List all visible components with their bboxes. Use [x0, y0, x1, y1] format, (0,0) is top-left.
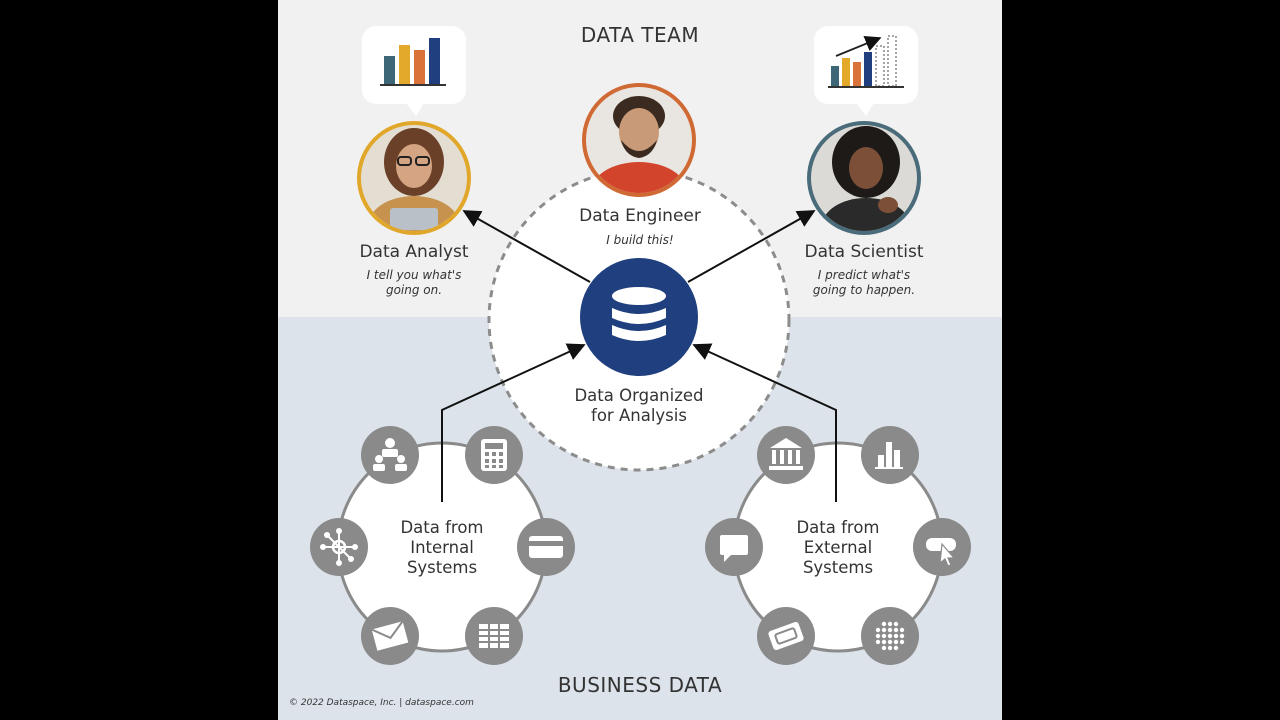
internal-label-line3: Systems: [406, 558, 478, 577]
org-chart-icon: [361, 426, 419, 484]
diagram-canvas: DATA TEAM Data Engineer I build this! Da…: [278, 0, 1002, 720]
external-icons: [705, 426, 971, 665]
internal-label-line1: Data from: [400, 518, 484, 537]
email-icon: [361, 607, 419, 665]
database-icon: [580, 258, 698, 376]
data-team-title: DATA TEAM: [580, 23, 700, 47]
click-icon: [913, 518, 971, 576]
calculator-icon: [465, 426, 523, 484]
data-scientist-avatar: [807, 121, 921, 235]
internal-label-line2: Internal: [410, 538, 474, 557]
scientist-forecast-bubble: [814, 26, 918, 116]
data-engineer-quote: I build this!: [606, 233, 674, 247]
arrow-from-internal: [441, 343, 586, 502]
data-engineer-avatar: [582, 83, 696, 197]
external-label-line2: External: [803, 538, 873, 557]
business-data-title: BUSINESS DATA: [557, 673, 723, 697]
analyst-chart-bubble: [362, 26, 466, 116]
data-scientist-quote-2: going to happen.: [812, 283, 916, 297]
external-label-line1: Data from: [796, 518, 880, 537]
network-icon: [310, 518, 368, 576]
data-analyst-quote-1: I tell you what's: [366, 268, 462, 282]
dots-grid-icon: [861, 607, 919, 665]
external-label-line3: Systems: [802, 558, 874, 577]
data-scientist-name: Data Scientist: [804, 242, 924, 262]
bar-chart-icon: [861, 426, 919, 484]
data-analyst-name: Data Analyst: [359, 242, 469, 262]
chat-icon: [705, 518, 763, 576]
internal-icons: [310, 426, 575, 665]
data-scientist-quote-1: I predict what's: [817, 268, 911, 282]
hub-label-line2: for Analysis: [591, 406, 687, 425]
arrow-to-analyst: [462, 210, 591, 283]
copyright-footer: © 2022 Dataspace, Inc. | dataspace.com: [289, 698, 474, 708]
data-engineer-name: Data Engineer: [579, 206, 701, 226]
hub-label-line1: Data Organized: [574, 386, 704, 405]
credit-card-icon: [517, 518, 575, 576]
data-analyst-quote-2: going on.: [385, 283, 443, 297]
data-analyst-avatar: [357, 121, 471, 235]
arrow-from-external: [692, 343, 837, 502]
arrow-to-scientist: [687, 210, 816, 283]
diagram-graphics: [310, 26, 971, 665]
ticket-icon: [757, 607, 815, 665]
bank-icon: [757, 426, 815, 484]
spreadsheet-icon: [465, 607, 523, 665]
